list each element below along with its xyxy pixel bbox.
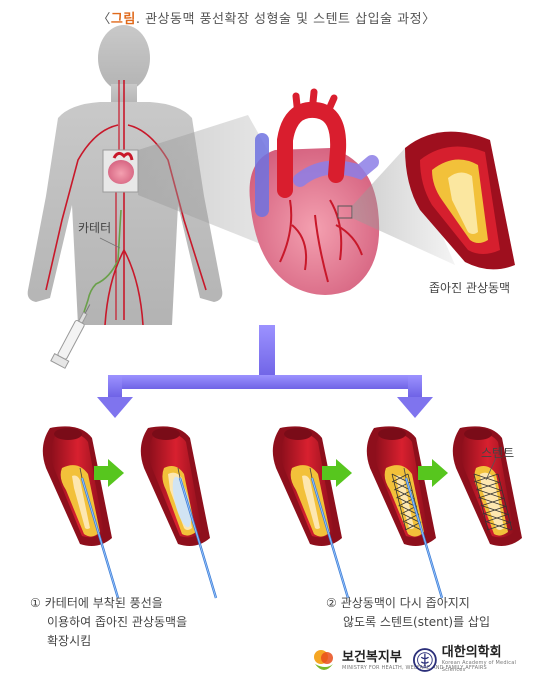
syringe-icon <box>50 304 91 369</box>
zoom-beam <box>352 148 455 265</box>
label-narrowed-artery: 좁아진 관상동맥 <box>429 281 511 295</box>
step-2-line-1: 관상동맥이 다시 좁아지지 <box>340 596 470 610</box>
title-text: . 관상동맥 풍선확장 성형술 및 스텐트 삽입술 과정 <box>135 12 423 27</box>
artery-segment-4 <box>366 426 444 599</box>
ministry-name: 보건복지부 <box>342 649 402 665</box>
artery-segments <box>42 426 522 599</box>
step-1-number: ① <box>30 596 41 610</box>
stent-leader-line <box>485 457 497 481</box>
label-catheter: 카테터 <box>78 221 112 235</box>
step-2-line-2: 않도록 스텐트(stent)를 삽입 <box>343 615 491 629</box>
title-accent: 그림 <box>110 12 136 27</box>
ministry-emblem-icon <box>314 650 333 670</box>
academy-logo: 대한의학회 Korean Academy of Medical Sciences <box>413 646 533 674</box>
heart-illustration <box>249 88 380 295</box>
academy-seal-icon <box>413 648 437 672</box>
artery-segment-3 <box>272 426 350 599</box>
flow-arrow-1 <box>94 459 124 487</box>
flow-arrow-3 <box>418 459 448 487</box>
academy-subtitle: Korean Academy of Medical Sciences <box>441 660 517 673</box>
figure-title: 〈그림. 관상동맥 풍선확장 성형술 및 스텐트 삽입술 과정〉 <box>97 12 436 27</box>
branch-arrow <box>97 325 433 418</box>
label-stent: 스텐트 <box>481 446 515 460</box>
step-1-line-1: 카테터에 부착된 풍선을 <box>44 596 163 610</box>
narrowed-artery-closeup <box>405 131 515 270</box>
step-1-line-2: 이용하여 좁아진 관상동맥을 <box>47 615 188 629</box>
artery-segment-5 <box>452 426 522 546</box>
artery-segment-1 <box>42 426 120 599</box>
step-2-number: ② <box>326 596 337 610</box>
artery-segment-2 <box>140 426 218 599</box>
catheter-line <box>81 209 122 319</box>
flow-arrow-2 <box>322 459 352 487</box>
ministry-logo: 보건복지부 MINISTRY FOR HEALTH, WELFARE AND F… <box>312 648 487 674</box>
academy-name: 대한의학회 <box>441 645 502 660</box>
ministry-subtitle: MINISTRY FOR HEALTH, WELFARE AND FAMILY … <box>342 664 487 671</box>
catheter-leader-line <box>99 237 121 249</box>
step-1-line-3: 확장시킴 <box>47 634 92 648</box>
stent-mesh-5 <box>473 473 513 531</box>
